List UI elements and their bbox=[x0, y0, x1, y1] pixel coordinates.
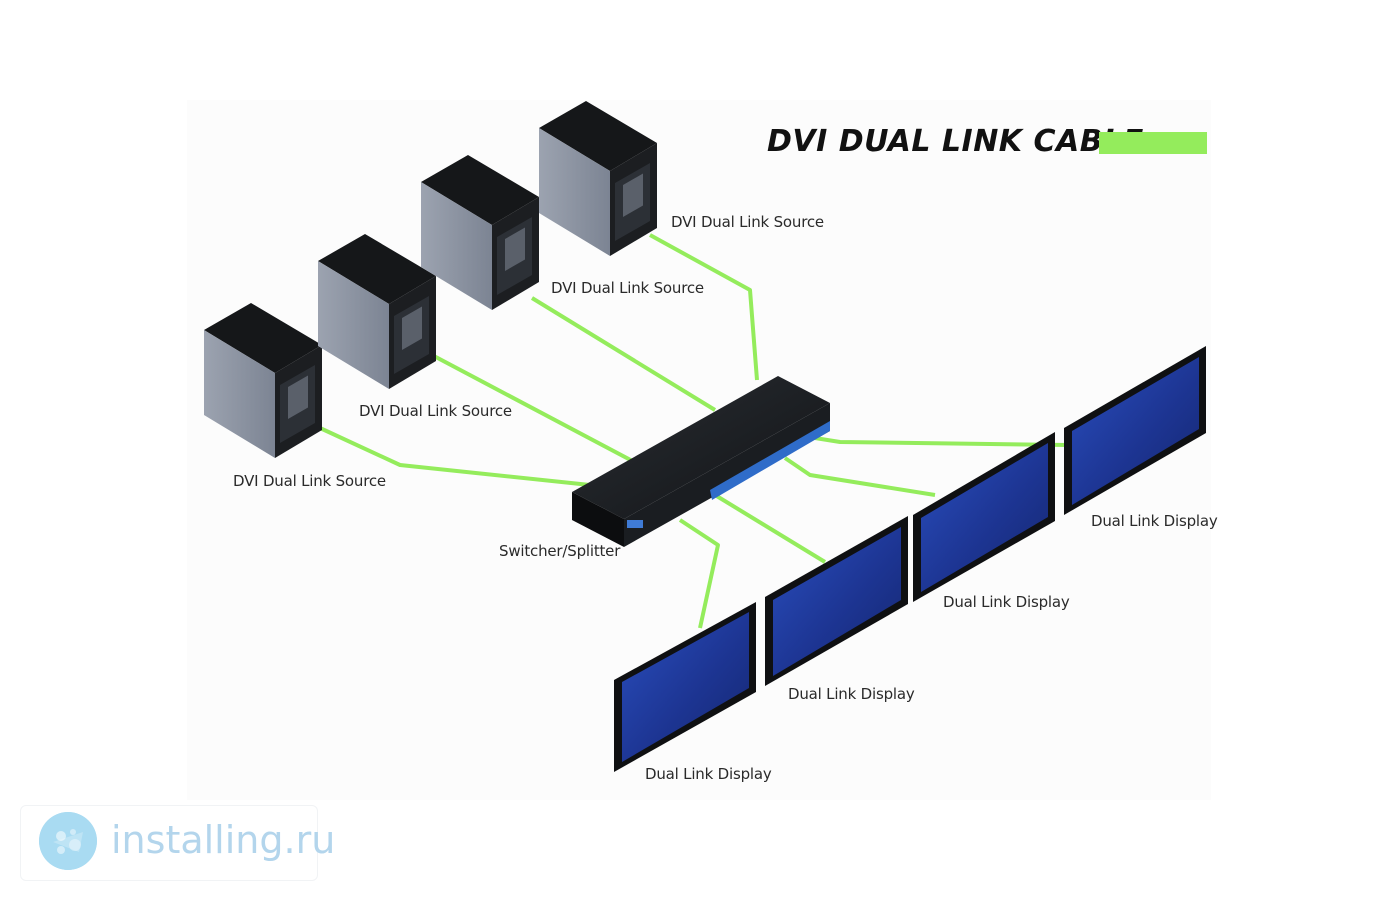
cables bbox=[319, 233, 1069, 629]
installing-logo-icon bbox=[39, 812, 97, 870]
cable-source-4 bbox=[649, 233, 759, 381]
source-tower-2 bbox=[318, 234, 436, 389]
switcher-logo-icon bbox=[627, 520, 643, 528]
display-3 bbox=[913, 432, 1055, 602]
display-label-1: Dual Link Display bbox=[645, 765, 772, 783]
switcher-splitter-device bbox=[572, 376, 830, 547]
source-tower-4 bbox=[539, 101, 657, 256]
display-2 bbox=[765, 516, 908, 686]
source-label-3: DVI Dual Link Source bbox=[551, 279, 704, 297]
cable-source-3 bbox=[530, 296, 717, 412]
display-4 bbox=[1064, 346, 1206, 515]
cable-display-3 bbox=[783, 456, 936, 497]
cable-display-2 bbox=[713, 493, 827, 564]
switcher-label: Switcher/Splitter bbox=[499, 542, 621, 560]
cable-source-1 bbox=[319, 426, 591, 487]
source-label-1: DVI Dual Link Source bbox=[233, 472, 386, 490]
display-label-3: Dual Link Display bbox=[943, 593, 1070, 611]
display-label-4: Dual Link Display bbox=[1091, 512, 1218, 530]
source-label-4: DVI Dual Link Source bbox=[671, 213, 824, 231]
watermark-text: installing.ru bbox=[111, 818, 336, 862]
legend-cable-swatch bbox=[1099, 132, 1207, 154]
legend-title: DVI DUAL LINK CABLE bbox=[767, 124, 1144, 159]
cable-source-2 bbox=[431, 353, 641, 467]
cable-display-4 bbox=[814, 436, 1069, 447]
display-label-2: Dual Link Display bbox=[788, 685, 915, 703]
source-tower-3 bbox=[421, 155, 539, 310]
display-1 bbox=[614, 602, 756, 772]
cable-display-1 bbox=[678, 518, 720, 629]
watermark: installing.ru bbox=[20, 805, 335, 881]
source-label-2: DVI Dual Link Source bbox=[359, 402, 512, 420]
source-tower-1 bbox=[204, 303, 322, 458]
